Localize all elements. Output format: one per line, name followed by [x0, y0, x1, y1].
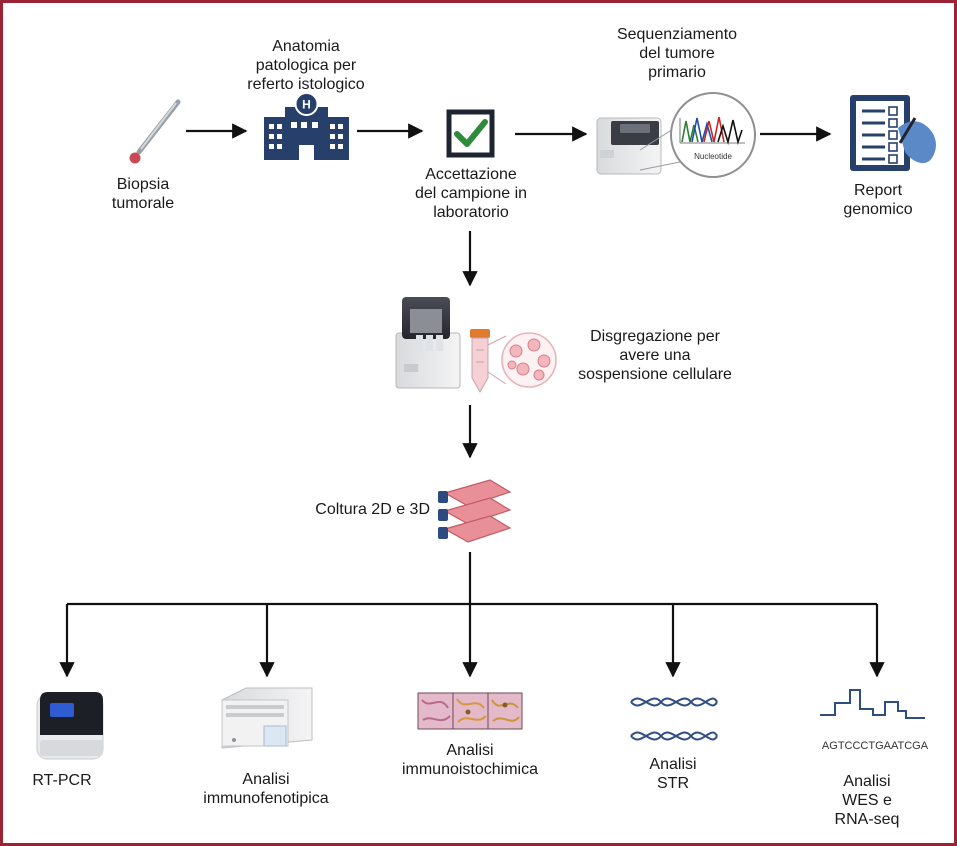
label-acceptance: Accettazione del campione in laboratorio [414, 166, 528, 221]
branch-arrows [59, 552, 885, 678]
biopsy-needle-icon [129, 99, 181, 164]
report-clipboard-icon [850, 95, 936, 171]
checkbox-icon [446, 109, 495, 158]
chromatogram-icon [670, 92, 756, 178]
tube-icon [470, 329, 490, 394]
label-pathology: Anatomia patologica per referto istologi… [247, 38, 365, 93]
sequencer-icon [596, 111, 701, 175]
hospital-icon: H [264, 92, 349, 160]
label-culture: Coltura 2D e 3D [315, 501, 430, 518]
label-sequencing: Sequenziamento del tumore primario [616, 26, 738, 81]
label-rtpcr: RT-PCR [32, 772, 92, 789]
dissociator-icon [395, 297, 461, 389]
label-disaggregation: Disgregazione per avere una sospensione … [578, 328, 732, 383]
label-nucleotide: Nucleotide [694, 152, 732, 161]
seq-trace-icon [820, 689, 925, 719]
label-str: Analisi STR [649, 756, 697, 792]
label-report: Report genomico [843, 182, 913, 218]
label-sequence: AGTCCCTGAATCGA [821, 740, 929, 752]
culture-flasks-icon [438, 479, 512, 543]
tissue-slides-icon [417, 692, 523, 730]
top-row-arrows [186, 123, 832, 459]
label-immunopheno: Analisi immunofenotipica [203, 771, 329, 807]
pcr-machine-icon [36, 692, 104, 760]
cells-icon [487, 332, 557, 388]
label-ihc: Analisi immunoistochimica [401, 742, 539, 778]
svg-text:H: H [302, 98, 311, 112]
label-wes: Analisi WES e RNA-seq [834, 773, 900, 828]
label-biopsy: Biopsia tumorale [111, 176, 175, 212]
flow-cytometer-icon [221, 687, 313, 749]
dna-helix-icon [630, 697, 718, 741]
